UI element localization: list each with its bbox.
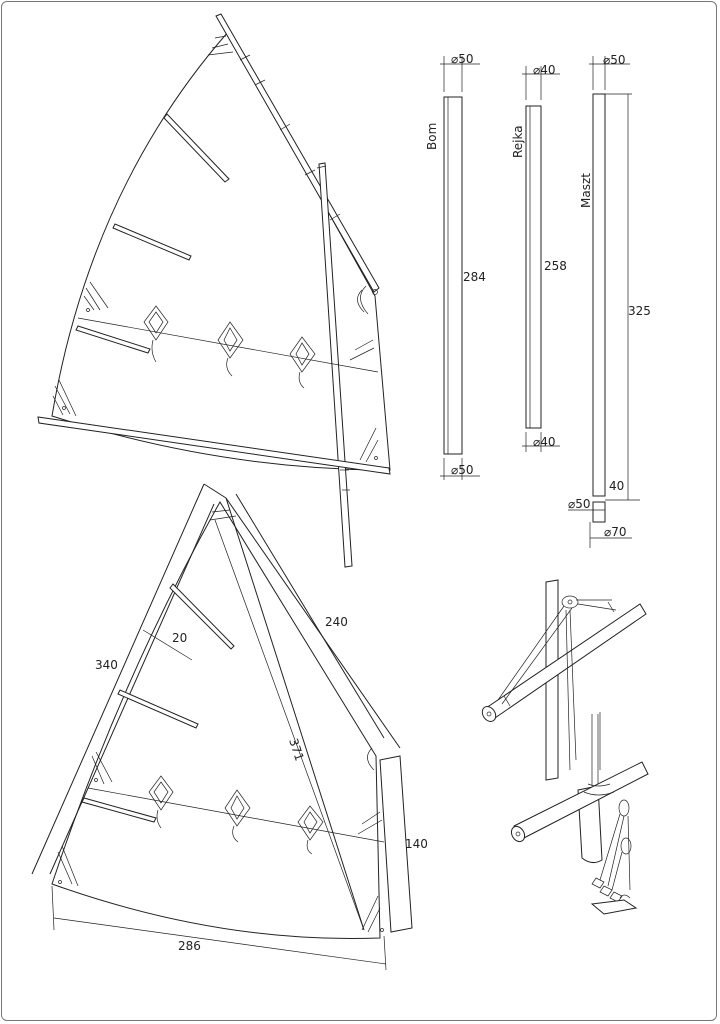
dimension-foot: 286 [178,939,201,953]
spar-bom [440,56,480,480]
rejka-length: 258 [544,259,567,273]
bom-name: Bom [425,123,439,150]
sail-outline [51,31,391,471]
maszt-step-length: 40 [609,479,624,493]
maszt-name: Maszt [579,173,593,208]
rejka-name: Rejka [511,125,525,158]
dimension-luff: 340 [95,658,118,672]
maszt-length: 325 [628,304,651,318]
dimension-diagonal: 371 [286,737,306,763]
yard-spar [215,13,380,293]
yard-attachment-detail [481,579,647,781]
batten [117,689,199,729]
maszt-base-diameter: ⌀70 [604,525,627,539]
spar-rejka [522,66,560,452]
bom-length: 284 [463,270,486,284]
sail-outline [51,501,381,940]
bom-bottom-diameter: ⌀50 [451,463,474,477]
rejka-top-diameter: ⌀40 [533,63,556,77]
batten [81,797,157,823]
maszt-step-diameter: ⌀50 [568,497,591,511]
sail-windows [148,775,324,855]
boom-spar [37,416,391,475]
batten [163,113,230,183]
batten [169,583,235,650]
maszt-top-diameter: ⌀50 [603,53,626,67]
dimension-head: 240 [325,615,348,629]
rigged-sail-view [37,13,391,568]
bom-top-diameter: ⌀50 [451,52,474,66]
dimension-batten-offset: 20 [172,631,187,645]
sail-windows [143,305,316,389]
rejka-bottom-diameter: ⌀40 [533,435,556,449]
spar-maszt [568,56,640,548]
batten [112,223,192,261]
batten [75,325,151,354]
sail-corner-patches [52,35,379,463]
dimension-leech: 140 [405,837,428,851]
boom-attachment-detail [510,712,649,915]
leech-dimension-bar [379,755,413,933]
sail-dimension-view [31,483,413,971]
sail-corner-patches [57,509,383,933]
